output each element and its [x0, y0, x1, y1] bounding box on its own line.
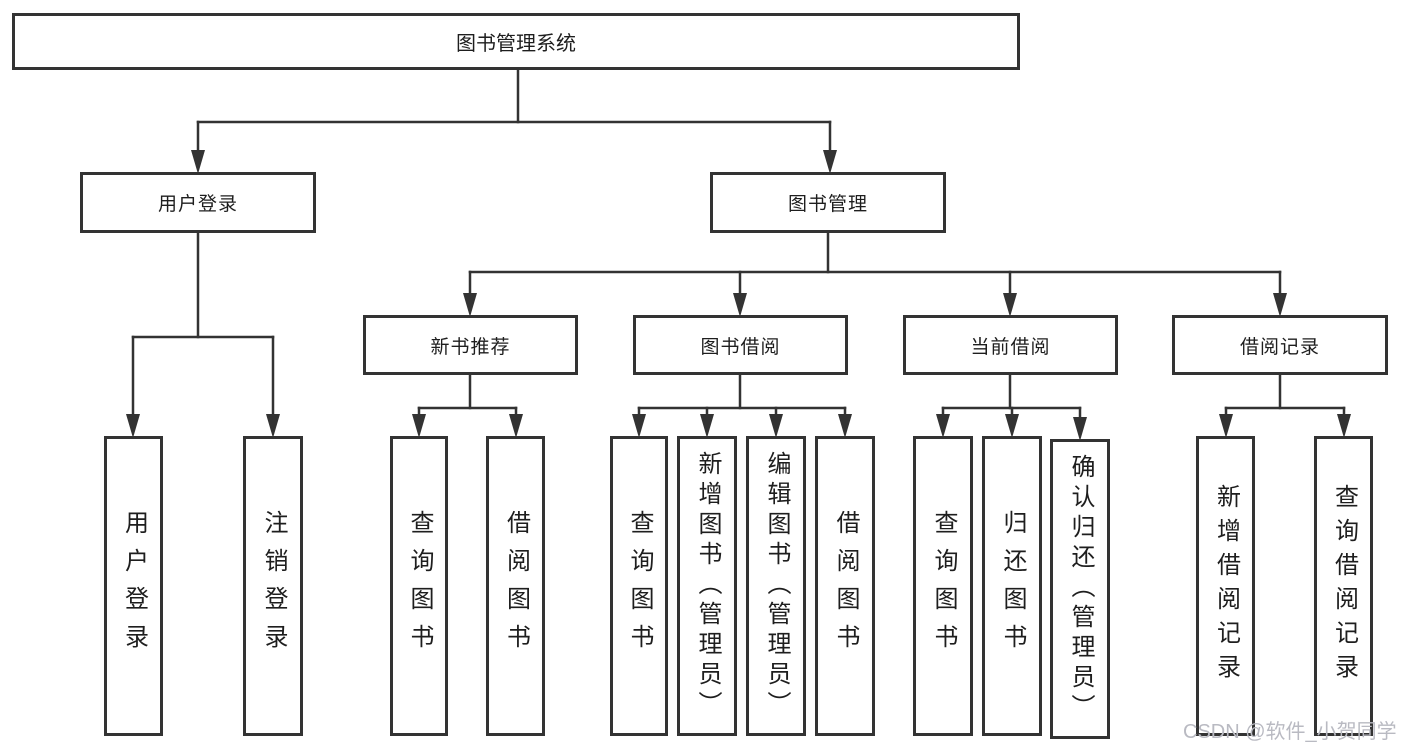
- leaf-borrow-query-books: 查询图书: [610, 436, 668, 736]
- leaf-return-books: 归还图书: [982, 436, 1042, 736]
- leaf-user-login: 用户登录: [104, 436, 163, 736]
- node-book-borrow-label: 图书借阅: [700, 336, 781, 358]
- csdn-watermark: CSDN @软件_小贺同学: [1183, 721, 1397, 743]
- node-new-book-recommend: 新书推荐: [363, 315, 578, 375]
- leaf-rec-borrow-books-label: 借阅图书: [502, 510, 530, 662]
- leaf-logout-label: 注销登录: [260, 510, 287, 662]
- leaf-return-books-label: 归还图书: [999, 510, 1026, 662]
- leaf-confirm-return-admin: 确认归还（管理员）: [1050, 439, 1110, 739]
- leaf-rec-query-books-label: 查询图书: [406, 510, 433, 662]
- leaf-borrow-books: 借阅图书: [815, 436, 875, 736]
- leaf-edit-books-admin-label: 编辑图书（管理员）: [763, 451, 790, 721]
- node-user-login: 用户登录: [80, 172, 316, 233]
- node-borrow-records: 借阅记录: [1172, 315, 1388, 375]
- leaf-confirm-return-admin-label: 确认归还（管理员）: [1067, 454, 1094, 724]
- leaf-user-login-label: 用户登录: [120, 510, 148, 662]
- leaf-add-borrow-record: 新增借阅记录: [1196, 436, 1255, 736]
- leaf-query-borrow-record-label: 查询借阅记录: [1330, 484, 1358, 688]
- node-book-borrow: 图书借阅: [633, 315, 848, 375]
- leaf-borrow-query-books-label: 查询图书: [626, 510, 653, 662]
- node-borrow-records-label: 借阅记录: [1239, 336, 1320, 358]
- node-book-management-label: 图书管理: [787, 194, 868, 215]
- leaf-add-books-admin: 新增图书（管理员）: [677, 436, 737, 736]
- leaf-query-borrow-record: 查询借阅记录: [1314, 436, 1373, 736]
- node-new-book-recommend-label: 新书推荐: [430, 336, 511, 358]
- leaf-rec-query-books: 查询图书: [390, 436, 448, 736]
- node-library-system: 图书管理系统: [12, 13, 1020, 70]
- node-current-borrow: 当前借阅: [903, 315, 1118, 375]
- leaf-current-query-books-label: 查询图书: [930, 510, 957, 662]
- leaf-borrow-books-label: 借阅图书: [832, 510, 859, 662]
- node-current-borrow-label: 当前借阅: [970, 336, 1051, 358]
- leaf-current-query-books: 查询图书: [913, 436, 973, 736]
- leaf-rec-borrow-books: 借阅图书: [486, 436, 545, 736]
- node-library-system-label: 图书管理系统: [456, 33, 576, 55]
- node-user-login-label: 用户登录: [157, 194, 238, 215]
- node-book-management: 图书管理: [710, 172, 946, 233]
- leaf-add-borrow-record-label: 新增借阅记录: [1212, 484, 1240, 688]
- leaf-add-books-admin-label: 新增图书（管理员）: [694, 451, 721, 721]
- leaf-edit-books-admin: 编辑图书（管理员）: [746, 436, 806, 736]
- leaf-logout: 注销登录: [243, 436, 303, 736]
